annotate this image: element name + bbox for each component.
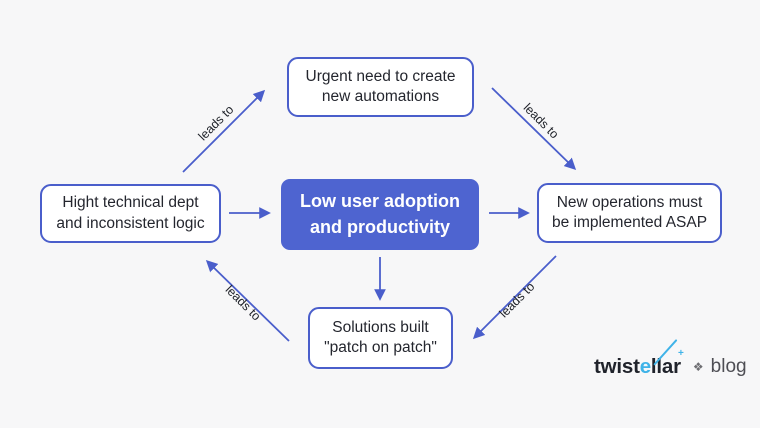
logo-sparkle-icon: + (678, 348, 684, 359)
brand-text-prefix: twist (594, 355, 640, 378)
node-technical-debt: Hight technical dept and inconsistent lo… (40, 184, 221, 243)
arrow-top-to-right (491, 87, 577, 171)
node-patch-solutions: Solutions built "patch on patch" (308, 307, 453, 369)
brand-letter-e: e (639, 355, 651, 378)
arrow-bottom-to-left (205, 259, 290, 342)
node-new-operations: New operations must be implemented ASAP (537, 183, 722, 243)
node-urgent-need: Urgent need to create new automations (287, 57, 474, 117)
diamond-icon: ❖ (692, 360, 704, 374)
twistellar-logo: twistellar + (594, 339, 684, 379)
node-low-adoption: Low user adoption and productivity (281, 179, 479, 250)
footer-logo: twistellar + ❖ blog (594, 339, 747, 382)
arrow-right-to-bottom (472, 255, 557, 340)
arrow-left-to-top (182, 89, 266, 173)
brand-text-suffix: llar (650, 355, 681, 378)
blog-label: blog (710, 356, 747, 377)
